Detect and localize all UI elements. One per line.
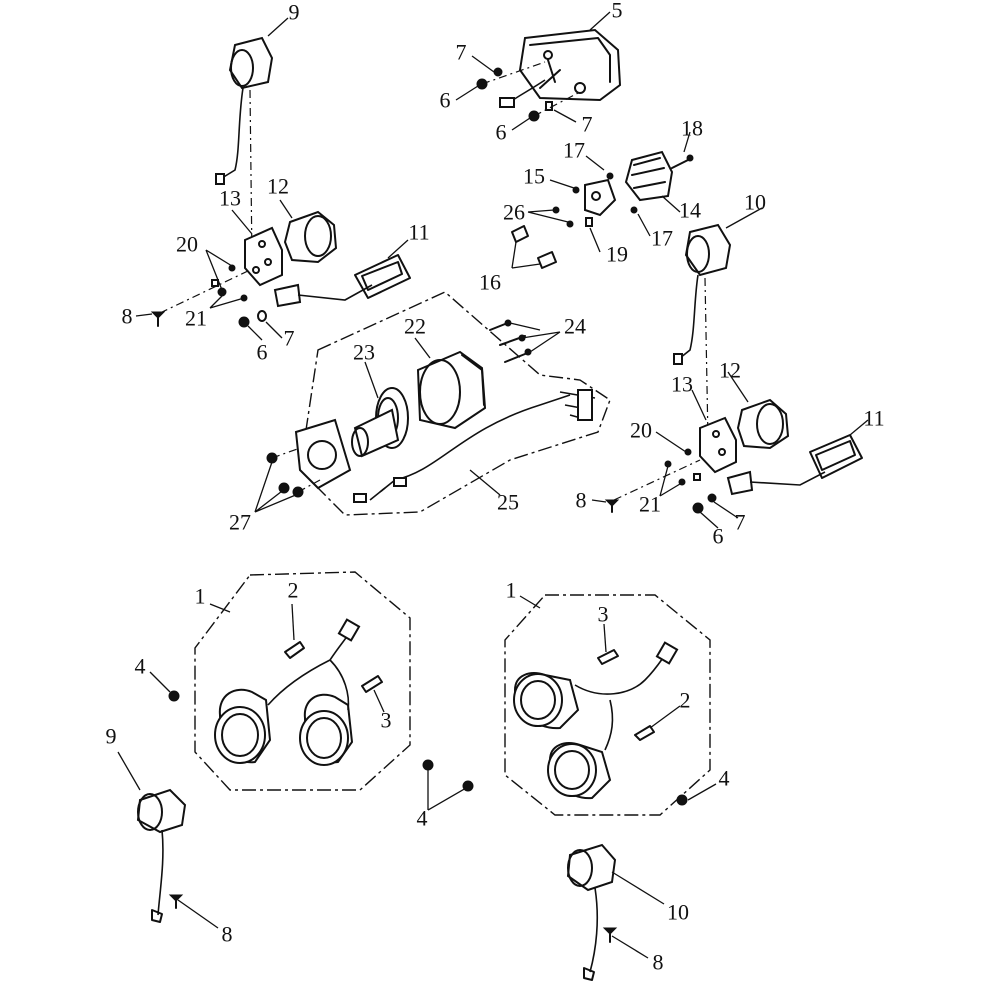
tail-light: [476, 28, 622, 122]
callout-8: 8: [576, 488, 587, 513]
callout-8: 8: [122, 304, 133, 329]
callout-10: 10: [744, 190, 766, 215]
callout-20: 20: [176, 232, 198, 257]
callout-14: 14: [679, 198, 701, 223]
callout-labels: 9 5 7 6 6 7 18 17 15 26 14 17 19 16 10 1…: [106, 0, 885, 975]
callout-25: 25: [497, 490, 519, 515]
turn-signal-rear-left: [215, 36, 274, 261]
callout-6: 6: [713, 524, 724, 549]
callout-17: 17: [563, 138, 585, 163]
turn-signal-rear-right: [673, 223, 732, 441]
callout-12: 12: [719, 358, 741, 383]
callout-13: 13: [219, 186, 241, 211]
callout-4: 4: [719, 766, 730, 791]
callout-6: 6: [257, 340, 268, 365]
callout-11: 11: [408, 220, 429, 245]
callout-21: 21: [185, 306, 207, 331]
callout-10: 10: [667, 900, 689, 925]
callout-20: 20: [630, 418, 652, 443]
callout-17: 17: [651, 226, 673, 251]
callout-1: 1: [195, 584, 206, 609]
callout-4: 4: [417, 806, 428, 831]
callout-8: 8: [222, 922, 233, 947]
callout-1: 1: [506, 578, 517, 603]
callout-13: 13: [671, 372, 693, 397]
callout-8: 8: [653, 950, 664, 975]
callout-4: 4: [135, 654, 146, 679]
callout-3: 3: [381, 708, 392, 733]
callout-15: 15: [523, 164, 545, 189]
leader-lines: [117, 11, 869, 959]
instrument-assembly-outline: [299, 291, 611, 516]
callout-3: 3: [598, 602, 609, 627]
turn-signal-mount-right: [604, 398, 863, 514]
callout-27: 27: [229, 510, 251, 535]
right-headlight-assembly-outline: [504, 594, 711, 816]
callout-2: 2: [680, 688, 691, 713]
relay-assembly: [511, 150, 694, 269]
callout-24: 24: [564, 314, 586, 339]
callout-26: 26: [503, 200, 525, 225]
callout-16: 16: [479, 270, 501, 295]
callout-6: 6: [440, 88, 451, 113]
turn-signal-front-left: [136, 788, 187, 923]
callout-7: 7: [284, 326, 295, 351]
callout-6: 6: [496, 120, 507, 145]
callout-7: 7: [735, 510, 746, 535]
instrument-cluster: [266, 319, 596, 503]
callout-9: 9: [289, 0, 300, 25]
callout-12: 12: [267, 174, 289, 199]
left-headlight-assembly-outline: [194, 571, 411, 791]
callout-7: 7: [456, 40, 467, 65]
turn-signal-mount-left: [150, 210, 411, 328]
callout-19: 19: [606, 242, 628, 267]
callout-7: 7: [582, 112, 593, 137]
callout-11: 11: [863, 406, 884, 431]
callout-18: 18: [681, 116, 703, 141]
headlight-assembly-left: [168, 618, 383, 766]
turn-signal-front-right: [566, 843, 618, 981]
headlight-assembly-right: [422, 641, 688, 806]
callout-2: 2: [288, 578, 299, 603]
callout-22: 22: [404, 314, 426, 339]
callout-21: 21: [639, 492, 661, 517]
callout-5: 5: [612, 0, 623, 23]
callout-23: 23: [353, 340, 375, 365]
callout-9: 9: [106, 724, 117, 749]
